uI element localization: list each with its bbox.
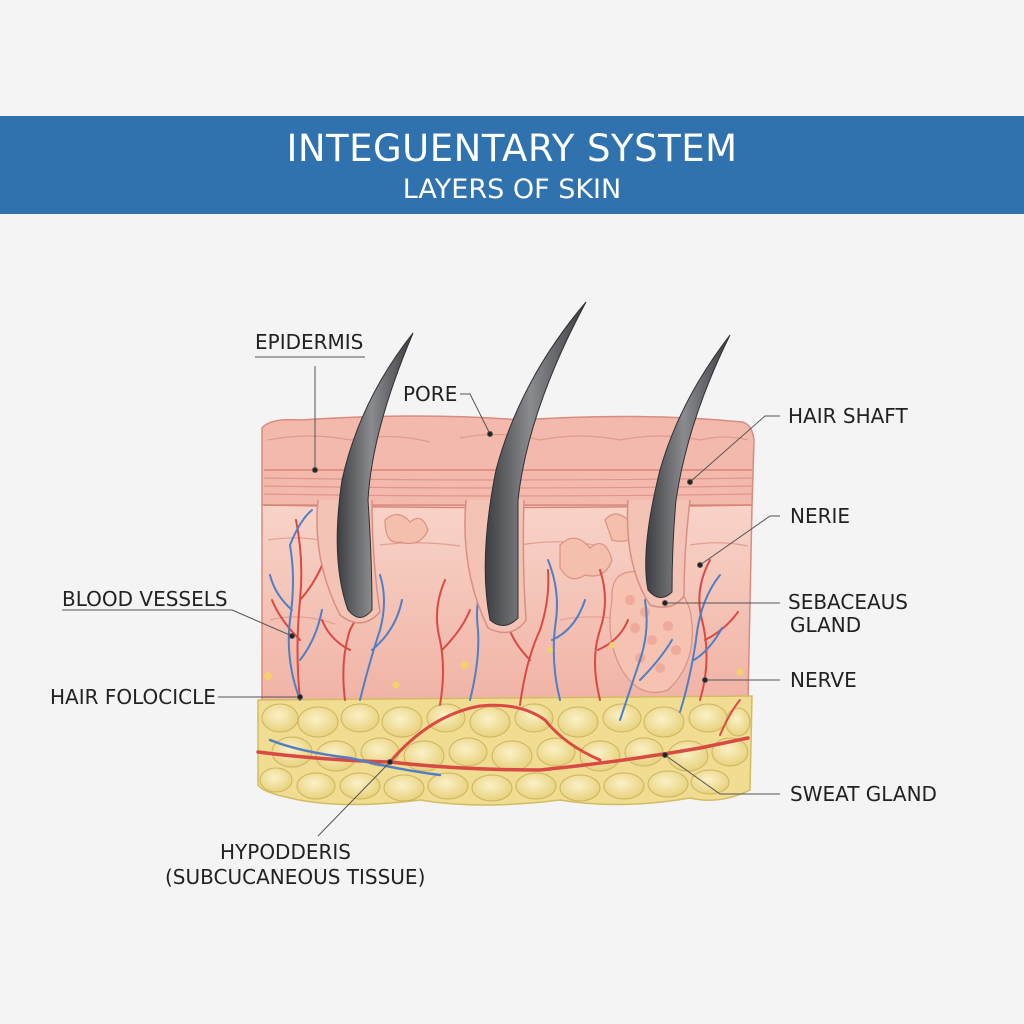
nerve-endings — [264, 642, 744, 689]
sebaceous-glands — [384, 513, 693, 694]
label-blood-vessels: BLOOD VESSELS — [62, 587, 228, 611]
diagram-title: INTEGUENTARY SYSTEM — [286, 127, 738, 170]
label-nerve: NERVE — [790, 668, 857, 692]
diagram-subtitle: LAYERS OF SKIN — [402, 174, 622, 205]
hypodermis-fat-layer — [257, 695, 753, 806]
label-hair-follicle: HAIR FOLOCICLE — [50, 685, 216, 709]
label-sweat-gland: SWEAT GLAND — [790, 782, 937, 806]
label-sebaceous-gland-line1: SEBACEAUS — [788, 590, 908, 614]
label-hypodermis-line2: (SUBCUCANEOUS TISSUE) — [165, 865, 426, 889]
label-epidermis: EPIDERMIS — [255, 330, 364, 354]
label-sebaceous-gland-line2: GLAND — [790, 613, 862, 637]
blood-vessels-arteries — [256, 519, 750, 772]
hair-shafts — [336, 301, 731, 626]
title-banner: INTEGUENTARY SYSTEM LAYERS OF SKIN — [0, 116, 1024, 214]
label-hair-shaft: HAIR SHAFT — [788, 404, 908, 428]
label-hypodermis-line1: HYPODDERIS — [220, 840, 351, 864]
leader-lines — [62, 356, 780, 837]
label-pore: PORE — [403, 382, 458, 406]
label-nerie: NERIE — [790, 504, 851, 528]
